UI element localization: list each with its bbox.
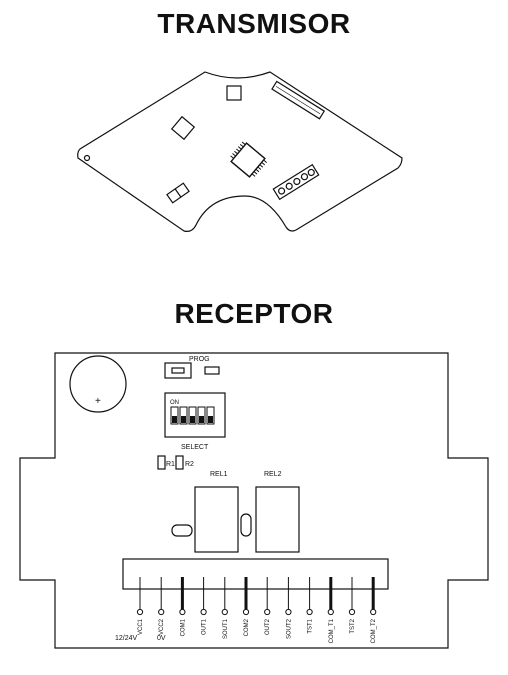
battery-plus-label: + (95, 396, 101, 407)
terminal-screw-com1 (179, 608, 186, 616)
terminal-label-com_t1: COM_T1 (329, 618, 335, 643)
terminal-label-com1: COM1 (180, 618, 186, 636)
terminal-screw-tst1 (306, 608, 313, 616)
connector-strip (271, 80, 326, 120)
rel2-label: REL2 (264, 471, 282, 478)
transmitter-board (77, 71, 403, 232)
pin-header (272, 163, 320, 201)
receiver-board (19, 352, 489, 649)
terminal-label-sout2: SOUT2 (286, 618, 292, 639)
terminal-screw-vcc1 (136, 608, 144, 616)
terminal-label-tst1: TST1 (308, 618, 314, 633)
select-label: SELECT (181, 444, 209, 451)
terminal-label-com_t2: COM_T2 (371, 618, 377, 643)
r2-label: R2 (185, 461, 194, 468)
dip-toggles (170, 406, 215, 425)
capacitor-left (171, 524, 193, 537)
dip-on-label: ON (170, 400, 179, 406)
terminal-label-tst2: TST2 (350, 618, 356, 633)
terminal-label-out1: OUT1 (202, 618, 208, 635)
rel1-label: REL1 (210, 471, 228, 478)
small-component (166, 182, 190, 204)
terminal-screw-com2 (242, 608, 250, 616)
relay-1 (194, 486, 239, 553)
terminal-block (122, 558, 389, 590)
resistor-r1 (157, 455, 166, 470)
terminal-screw-vcc2 (158, 608, 165, 616)
transmitter-outline (77, 71, 403, 232)
terminal-group: VCC1 VCC2 COM1 OUT1 SOUT1 COM2 OUT2 SOUT2 TST1 CO… (136, 577, 377, 643)
terminal-screw-out1 (200, 608, 207, 616)
chip-small (226, 85, 242, 101)
terminal-screw-tst2 (348, 608, 356, 616)
terminal-screw-sout2 (285, 608, 292, 616)
terminal-label-vcc2: VCC2 (159, 618, 165, 635)
r1-label: R1 (166, 461, 175, 468)
voltage-label: 12/24V (115, 635, 138, 642)
prog-led (204, 366, 220, 375)
chip-diamond (170, 115, 196, 141)
prog-label: PROG (189, 356, 210, 363)
terminal-label-sout1: SOUT1 (223, 618, 229, 639)
terminal-label-vcc1: VCC1 (138, 618, 144, 635)
ground-label: 0V (157, 635, 166, 642)
receiver-title: RECEPTOR (174, 298, 334, 329)
resistor-r2 (175, 455, 184, 470)
ic-chip (230, 141, 268, 178)
terminal-label-com2: COM2 (244, 618, 250, 636)
mounting-hole (83, 154, 91, 162)
terminal-screw-com_t2 (370, 608, 377, 616)
relay-2 (255, 486, 300, 553)
receiver-outline (19, 352, 489, 649)
battery-cell (69, 355, 127, 413)
dip-switch (164, 392, 226, 438)
terminal-screw-com_t1 (327, 608, 334, 616)
transmitter-title: TRANSMISOR (157, 8, 351, 39)
terminal-screw-out2 (264, 608, 271, 616)
terminal-screw-sout1 (221, 608, 228, 616)
capacitor-mid (240, 513, 252, 537)
prog-switch (164, 362, 192, 379)
terminal-label-out2: OUT2 (265, 618, 271, 635)
